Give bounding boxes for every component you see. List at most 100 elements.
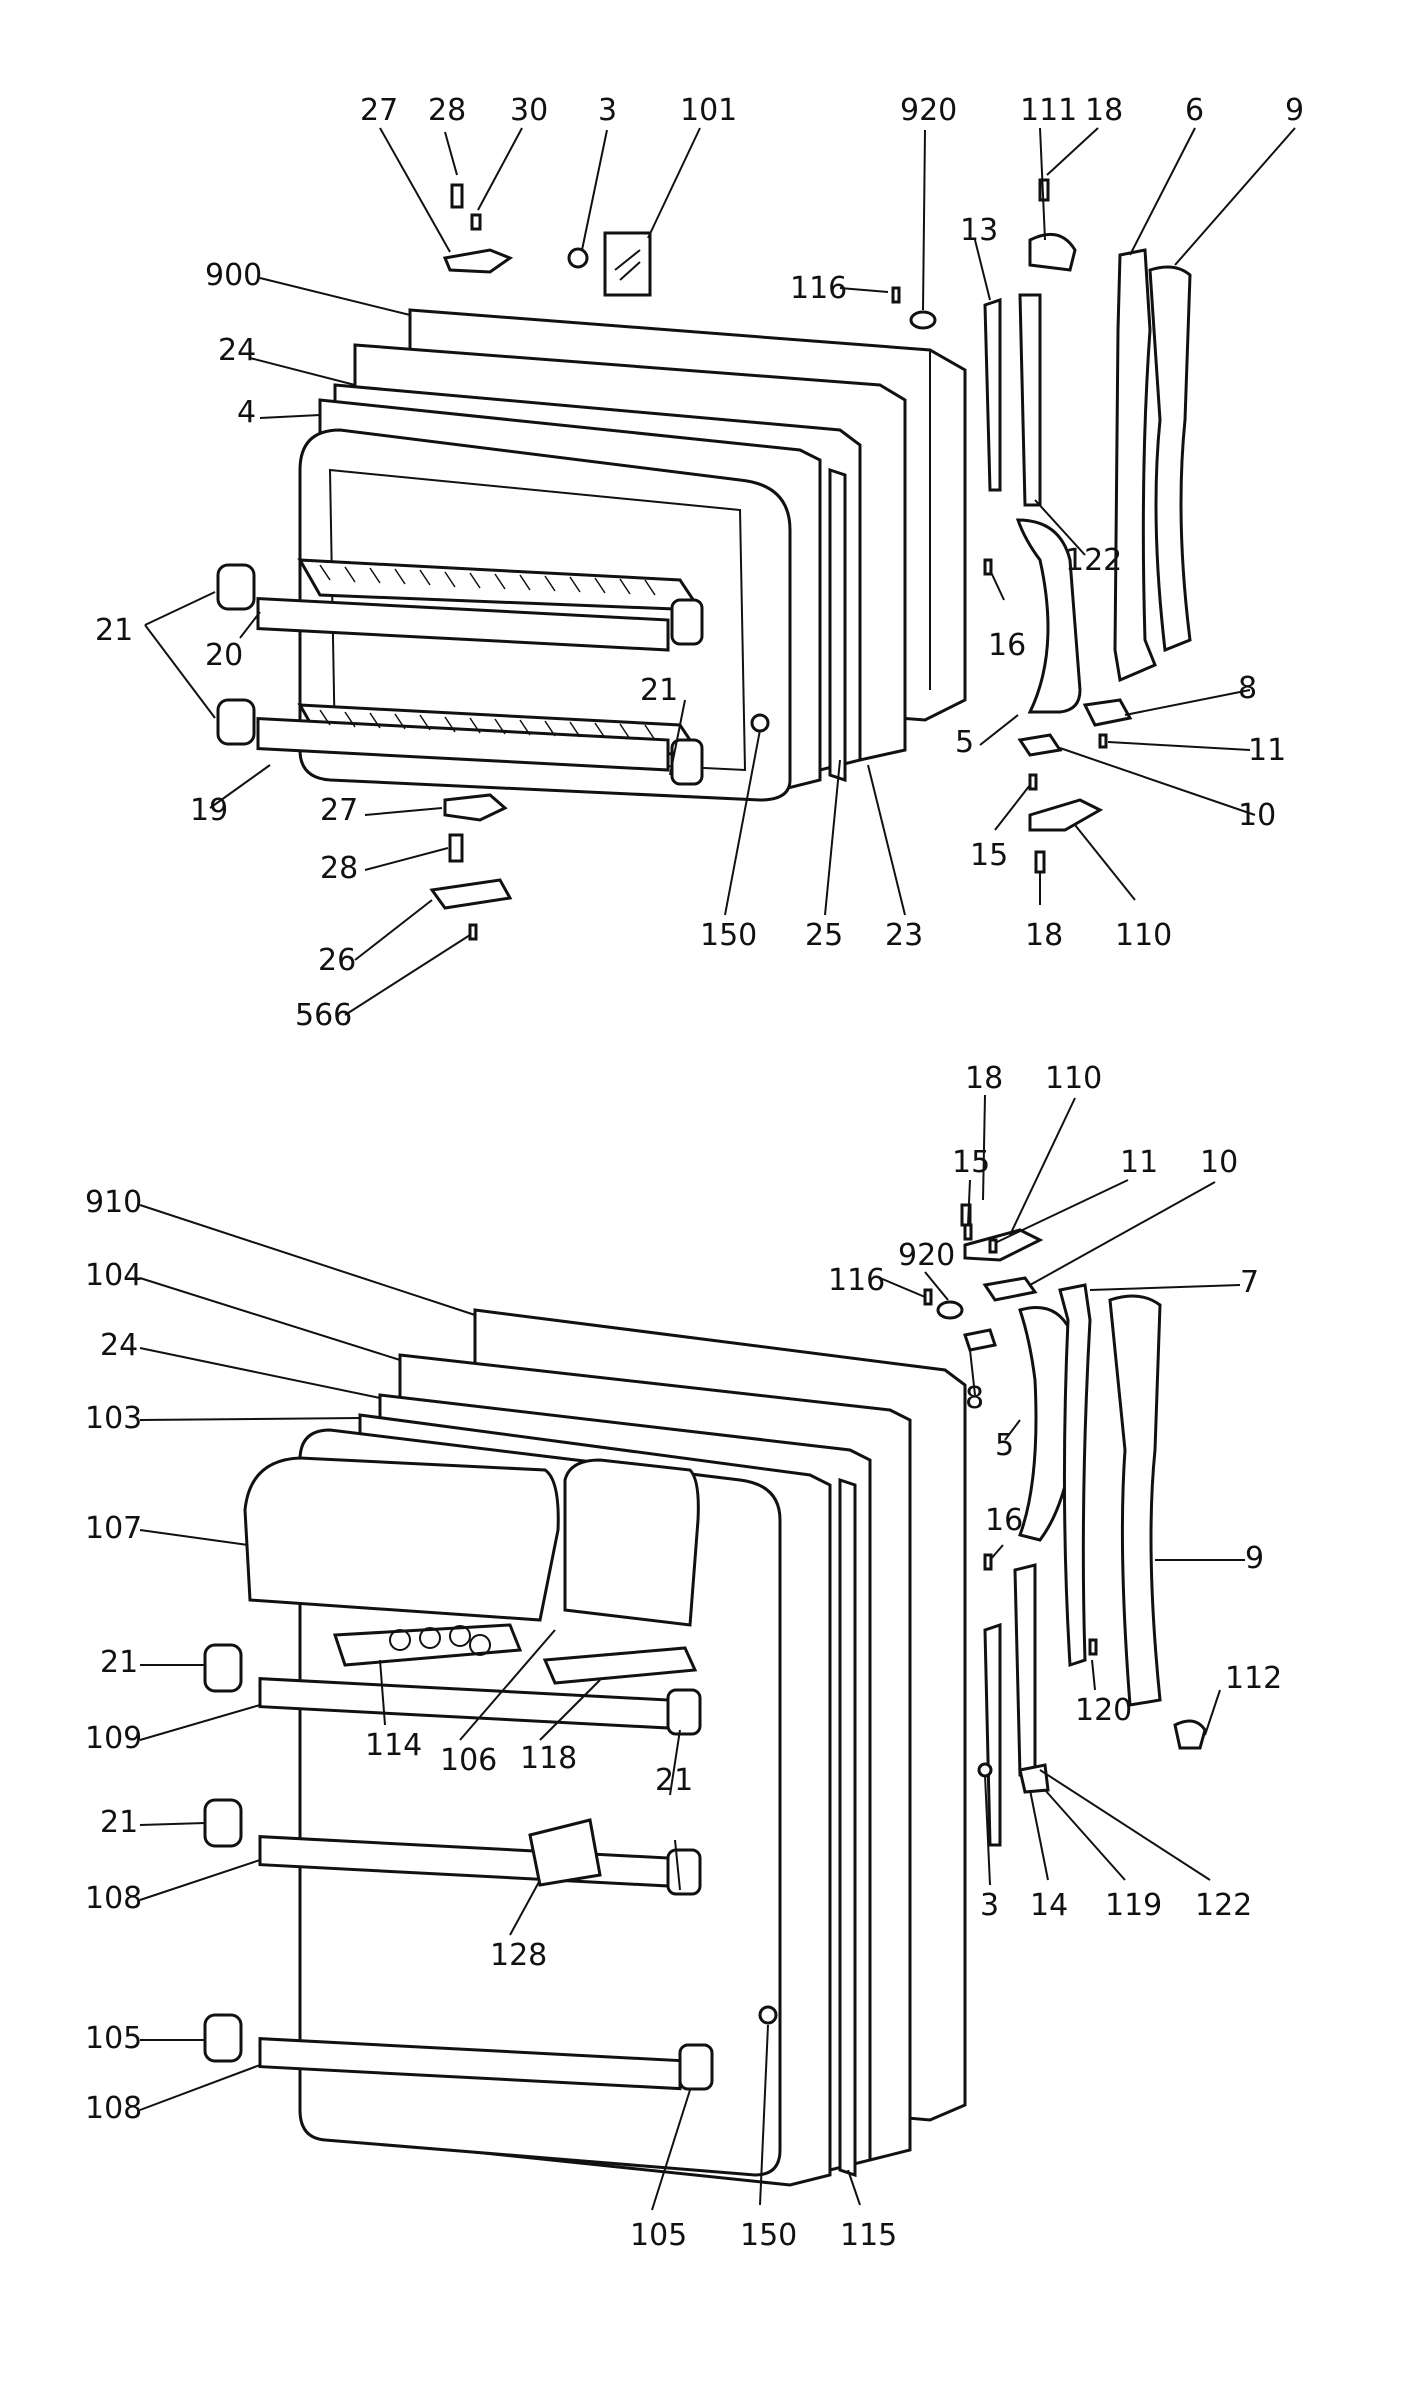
screw-116 bbox=[891, 286, 901, 304]
callout: 105 bbox=[85, 2021, 142, 2056]
shelf-20 bbox=[256, 558, 703, 652]
egg-tray-114 bbox=[332, 1623, 523, 1667]
callout: 13 bbox=[960, 213, 998, 248]
callout: 112 bbox=[1225, 1661, 1282, 1696]
callout: 10 bbox=[1200, 1145, 1238, 1180]
callout: 111 bbox=[1020, 93, 1077, 128]
callout: 15 bbox=[970, 838, 1008, 873]
screw-11-b bbox=[988, 1238, 998, 1254]
shelf-end-cap-21a bbox=[216, 563, 256, 611]
callout: 4 bbox=[237, 395, 256, 430]
hinge-plate-26 bbox=[429, 878, 513, 910]
screw-11 bbox=[1098, 733, 1108, 749]
channel-122-b bbox=[1013, 1563, 1037, 1777]
bracket-27 bbox=[443, 793, 508, 822]
screw-15-b bbox=[963, 1223, 973, 1241]
hinge-cover-5-b bbox=[1018, 1306, 1077, 1542]
callout: 120 bbox=[1075, 1693, 1132, 1728]
callout: 3 bbox=[980, 1888, 999, 1923]
callout: 119 bbox=[1105, 1888, 1162, 1923]
callout: 20 bbox=[205, 638, 243, 673]
bracket-8 bbox=[1082, 698, 1133, 727]
tray-118 bbox=[542, 1646, 698, 1685]
hinge-arm-7 bbox=[1058, 1283, 1092, 1668]
hinge-110-b bbox=[963, 1228, 1044, 1262]
pin-28 bbox=[450, 183, 464, 209]
callout: 21 bbox=[640, 673, 678, 708]
callout: 21 bbox=[100, 1645, 138, 1680]
bracket-8-b bbox=[963, 1328, 997, 1352]
callout: 21 bbox=[100, 1805, 138, 1840]
hinge-pin-bracket-27 bbox=[442, 248, 514, 274]
screw-150-bottom bbox=[758, 2005, 778, 2025]
callout: 122 bbox=[1065, 543, 1122, 578]
strip-13 bbox=[983, 297, 1002, 492]
callout: 15 bbox=[952, 1145, 990, 1180]
trim-9-b bbox=[1108, 1294, 1162, 1707]
shelf-end-cap-21c bbox=[670, 598, 704, 646]
end-cap-21-right-a bbox=[666, 1688, 702, 1736]
callout: 114 bbox=[365, 1728, 422, 1763]
callout: 27 bbox=[320, 793, 358, 828]
trim-9 bbox=[1148, 265, 1192, 653]
end-cap-21-right-b bbox=[666, 1848, 702, 1896]
callout: 28 bbox=[320, 851, 358, 886]
callout: 11 bbox=[1120, 1145, 1158, 1180]
callout: 18 bbox=[1025, 918, 1063, 953]
callout: 116 bbox=[790, 271, 847, 306]
callout: 26 bbox=[318, 943, 356, 978]
channel-122 bbox=[1018, 293, 1042, 507]
hinge-111 bbox=[1028, 232, 1077, 272]
callout: 110 bbox=[1045, 1061, 1102, 1096]
callout: 11 bbox=[1248, 733, 1286, 768]
callout: 14 bbox=[1030, 1888, 1068, 1923]
callout: 118 bbox=[520, 1741, 577, 1776]
callout: 920 bbox=[900, 93, 957, 128]
screw-566 bbox=[468, 923, 478, 941]
callout: 900 bbox=[205, 258, 262, 293]
callout: 28 bbox=[428, 93, 466, 128]
callout: 5 bbox=[955, 725, 974, 760]
callout: 18 bbox=[1085, 93, 1123, 128]
plug-920 bbox=[909, 310, 937, 330]
callout: 910 bbox=[85, 1185, 142, 1220]
plug-14 bbox=[977, 1762, 993, 1778]
screw-150 bbox=[750, 713, 770, 733]
callout: 3 bbox=[598, 93, 617, 128]
callout: 150 bbox=[740, 2218, 797, 2253]
screw-15 bbox=[1028, 773, 1038, 791]
callout-labels: 27 28 30 3 101 920 111 18 6 9 900 24 4 1… bbox=[85, 93, 1304, 2253]
shim-10-b bbox=[982, 1276, 1038, 1302]
label-128 bbox=[528, 1818, 602, 1887]
callout: 115 bbox=[840, 2218, 897, 2253]
callout: 23 bbox=[885, 918, 923, 953]
dairy-door-106 bbox=[563, 1458, 700, 1627]
screw-120 bbox=[1088, 1638, 1098, 1656]
callout: 107 bbox=[85, 1511, 142, 1546]
fresh-food-door-assembly bbox=[203, 1203, 1207, 2187]
screw-16-b bbox=[983, 1553, 993, 1571]
callout: 18 bbox=[965, 1061, 1003, 1096]
breaker-strip-25 bbox=[828, 467, 847, 783]
callout: 122 bbox=[1195, 1888, 1252, 1923]
callout: 30 bbox=[510, 93, 548, 128]
callout: 110 bbox=[1115, 918, 1172, 953]
callout: 16 bbox=[988, 628, 1026, 663]
plug-920-b bbox=[936, 1300, 964, 1320]
shim-10 bbox=[1017, 733, 1063, 757]
callout: 920 bbox=[898, 1238, 955, 1273]
callout: 101 bbox=[680, 93, 737, 128]
end-cap-105-right bbox=[678, 2043, 714, 2091]
callout: 109 bbox=[85, 1721, 142, 1756]
screw-18-bottom bbox=[1034, 850, 1046, 874]
callout: 105 bbox=[630, 2218, 687, 2253]
callout: 19 bbox=[190, 793, 228, 828]
callout: 5 bbox=[995, 1428, 1014, 1463]
label-101 bbox=[603, 231, 652, 297]
callout: 24 bbox=[100, 1328, 138, 1363]
callout: 10 bbox=[1238, 798, 1276, 833]
freezer-door-assembly bbox=[216, 178, 1192, 941]
callout: 566 bbox=[295, 998, 352, 1033]
